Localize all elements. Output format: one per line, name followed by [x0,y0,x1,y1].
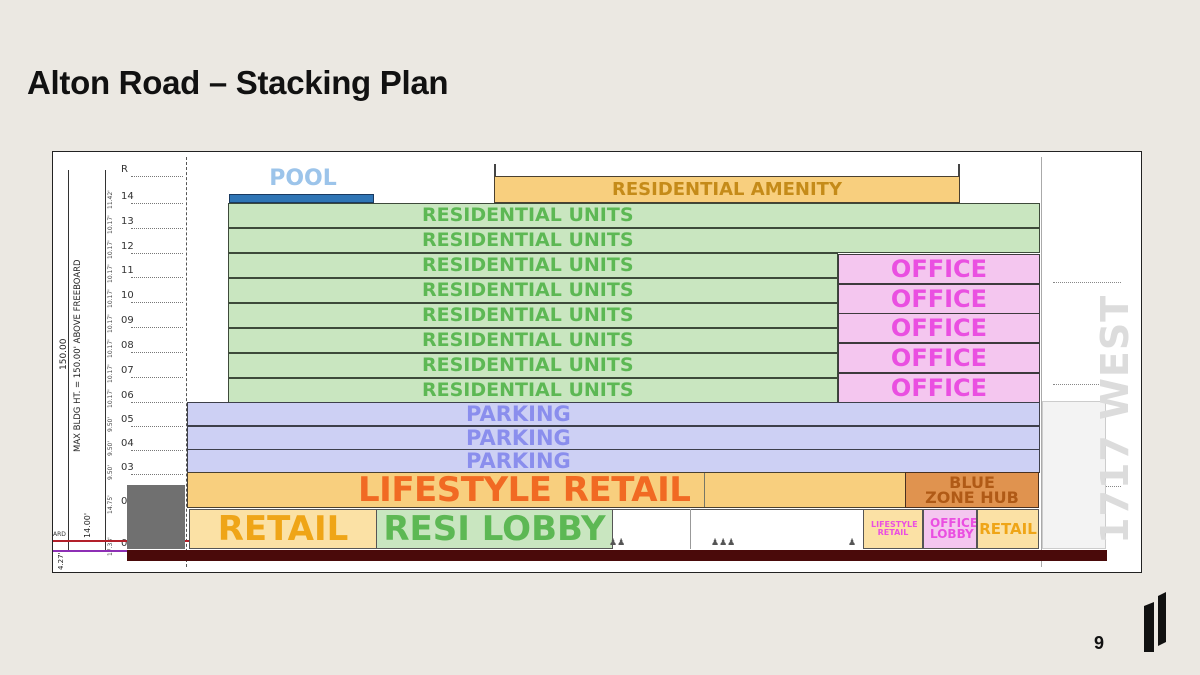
base-dimension-label: 4.27' [57,552,65,570]
floor-guide-line [131,450,183,451]
floor-height-label: 10.17' [107,215,114,234]
right-guide-line [1053,384,1121,385]
residential-units-row: RESIDENTIAL UNITS [228,303,838,328]
residential-units-row: RESIDENTIAL UNITS [228,228,1040,253]
floor-guide-line [131,426,183,427]
office-row: OFFICE [838,343,1040,373]
residential-amenity-block: RESIDENTIAL AMENITY [494,176,960,203]
floor-height-label: 10.17' [107,264,114,283]
left-dimension-line [68,170,69,550]
floor-height-label: 10.17' [107,389,114,408]
floor-level-label: 05 [121,414,134,425]
floor-height-label: 10.17' [107,339,114,358]
lifestyle-retail-small-block: LIFESTYLE RETAIL [863,509,923,549]
floor-guide-line [131,302,183,303]
max-height-note: MAX BLDG HT. = 150.00' ABOVE FREEBOARD [73,259,83,452]
floor-dimension-line [105,170,106,550]
floor-level-label: 08 [121,340,134,351]
retail-divider [704,473,705,507]
lifestyle-retail-label: LIFESTYLE RETAIL [358,472,691,508]
residential-units-row: RESIDENTIAL UNITS [228,353,838,378]
floor-height-label: 9.50' [107,416,114,432]
floor-level-label: 14 [121,191,134,202]
residential-units-row: RESIDENTIAL UNITS [228,278,838,303]
people-figures-icon: ♟♟ [609,537,626,547]
blue-zone-hub-label: BLUE ZONE HUB [925,472,1019,507]
foundation-slab [127,550,1107,561]
floor-height-label: 9.50' [107,440,114,456]
right-property-line [1041,157,1042,567]
floor-height-label: 10.17' [107,314,114,333]
pool-deck [229,194,374,203]
floor-level-label: 13 [121,216,134,227]
people-figures-icon: ♟ [848,537,857,547]
ard-line-purple [53,550,129,552]
slide-title: Alton Road – Stacking Plan [27,64,449,101]
office-row: OFFICE [838,313,1040,343]
lifestyle-retail-block: LIFESTYLE RETAIL [187,472,907,508]
pool-label: POOL [269,166,337,191]
vertical-stripe-logo-icon [1144,592,1166,652]
right-guide-line [1053,282,1121,283]
office-lobby-block: OFFICE LOBBY [923,509,977,549]
office-row: OFFICE [838,284,1040,314]
residential-units-row: RESIDENTIAL UNITS [228,378,838,403]
stacking-plan-drawing: 150.00 MAX BLDG HT. = 150.00' ABOVE FREE… [52,151,1142,573]
dashed-property-line [186,157,187,567]
floor-guide-line [131,402,183,403]
neighbor-building [1042,401,1106,549]
floor-guide-line [131,203,183,204]
residential-units-row: RESIDENTIAL UNITS [228,328,838,353]
resi-lobby-block: RESI LOBBY [376,509,613,549]
retail-right-block: RETAIL [977,509,1039,549]
floor-height-label: 10.17' [107,289,114,308]
office-row: OFFICE [838,373,1040,403]
floor-guide-line [131,253,183,254]
overall-height-label: 150.00 [59,338,69,371]
floor-guide-line [131,176,183,177]
ard-label: ARD [53,531,66,538]
residential-units-row: RESIDENTIAL UNITS [228,203,1040,228]
adjacent-building-left [127,485,185,549]
lifestyle-retail-small-label: LIFESTYLE RETAIL [871,520,918,537]
floor-height-label: 11.42' [107,190,114,209]
ground-dimension-label: 14.00' [83,512,92,538]
parking-row: PARKING [187,402,1040,426]
floor-guide-line [131,377,183,378]
floor-level-label: 04 [121,438,134,449]
storefront-glazing [613,509,863,551]
floor-level-label: 11 [121,265,134,276]
floor-level-label: 03 [121,462,134,473]
floor-level-label: 07 [121,365,134,376]
floor-guide-line [131,352,183,353]
floor-height-label: 10.17' [107,364,114,383]
neighbor-building-label: 1717 WEST [1093,294,1137,544]
floor-level-label: 12 [121,241,134,252]
page-number: 9 [1094,633,1105,653]
people-figures-icon: ♟♟♟ [711,537,736,547]
blue-zone-hub-block: BLUE ZONE HUB [905,472,1039,508]
floor-level-label: 10 [121,290,134,301]
floor-guide-line [131,327,183,328]
office-row: OFFICE [838,254,1040,284]
retail-left-block: RETAIL [189,509,377,549]
residential-units-row: RESIDENTIAL UNITS [228,253,838,278]
floor-level-label: 06 [121,390,134,401]
floor-guide-line [131,474,183,475]
office-lobby-label: OFFICE LOBBY [930,515,977,541]
floor-height-label: 10.17' [107,240,114,259]
ard-line-red [53,540,189,542]
floor-height-label: 14.75' [107,495,114,514]
floor-guide-line [131,228,183,229]
storefront-mullion [690,509,691,549]
floor-level-label: 09 [121,315,134,326]
parking-row: PARKING [187,449,1040,473]
floor-level-label: R [121,164,128,175]
floor-guide-line [131,277,183,278]
parking-row: PARKING [187,426,1040,450]
floor-height-label: 9.50' [107,464,114,480]
